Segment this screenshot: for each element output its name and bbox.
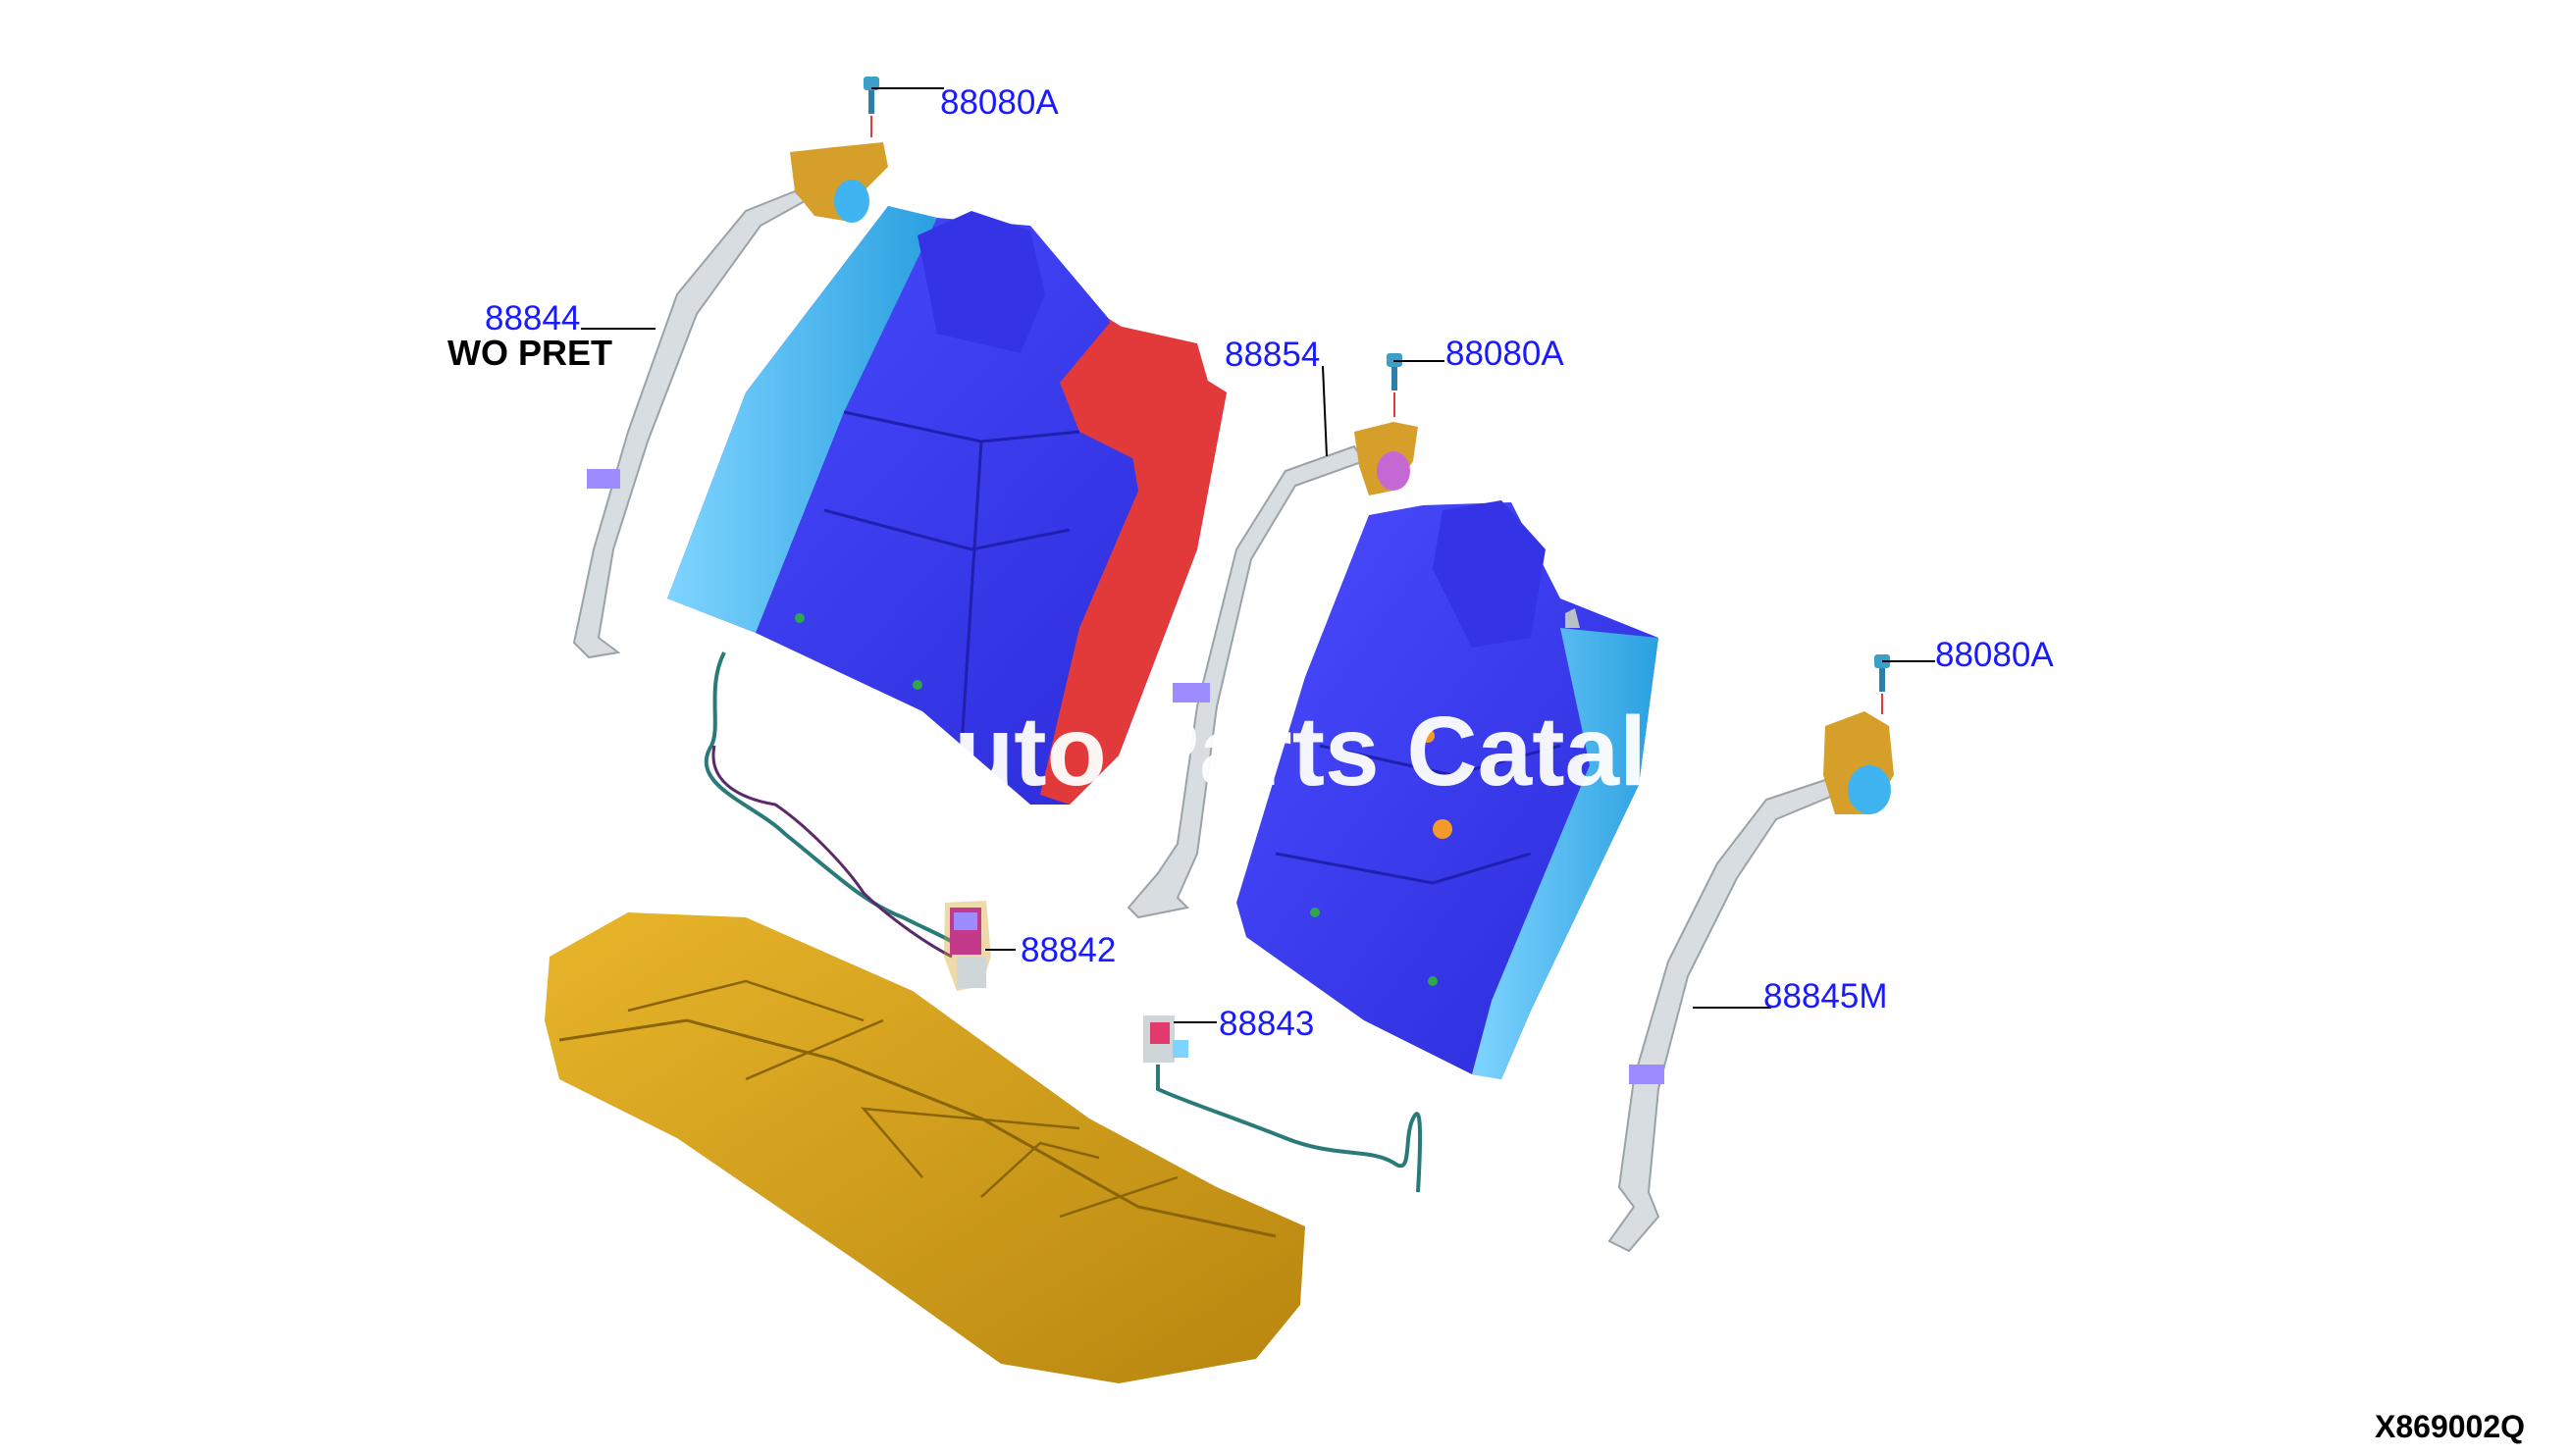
buckle-center — [1143, 1015, 1423, 1193]
note-wo-pret: WO PRET — [447, 333, 612, 373]
bolt-center-icon — [1387, 353, 1402, 417]
buckle-left — [704, 651, 991, 991]
callout-88843[interactable]: 88843 — [1219, 1005, 1314, 1043]
callout-88845m[interactable]: 88845M — [1763, 977, 1887, 1015]
seatbelt-center — [1127, 422, 1418, 919]
callout-88080a-center[interactable]: 88080A — [1445, 335, 1564, 373]
watermark: Auto Parts Catalog — [883, 697, 1766, 806]
seatback-center — [1236, 500, 1658, 1079]
seat-cushion — [545, 912, 1305, 1383]
seatbelt-right — [1607, 711, 1894, 1253]
retractor-center — [1354, 422, 1418, 495]
retractor-left — [790, 142, 888, 223]
bolt-right-icon — [1874, 654, 1890, 714]
retractor-right — [1823, 711, 1894, 814]
seatback-left — [667, 206, 1227, 805]
callout-88842[interactable]: 88842 — [1021, 931, 1116, 969]
bolt-top-icon — [864, 77, 879, 137]
callout-88844[interactable]: 88844 — [485, 299, 580, 338]
callout-88080a-right[interactable]: 88080A — [1935, 636, 2054, 674]
seatbelt-left — [572, 142, 888, 659]
diagram-id: X869002Q — [2375, 1409, 2525, 1444]
callout-88854[interactable]: 88854 — [1225, 336, 1320, 374]
callout-88080a-top[interactable]: 88080A — [940, 83, 1059, 122]
